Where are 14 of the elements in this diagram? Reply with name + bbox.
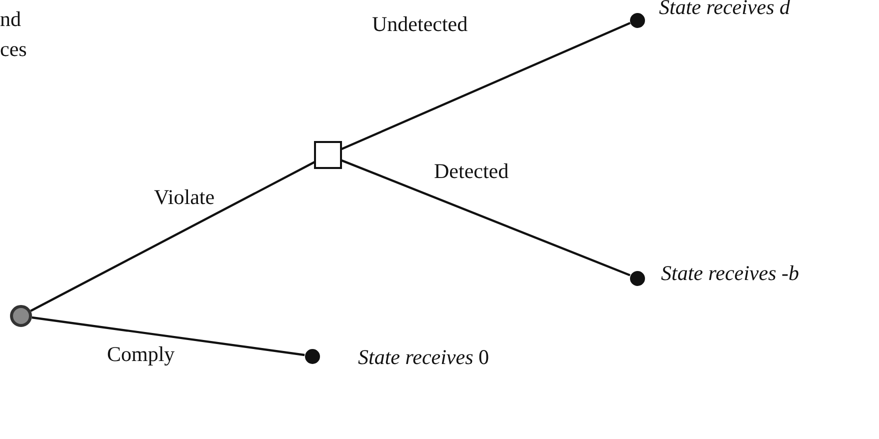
branch-line	[32, 316, 305, 356]
outcome-text: State receives -b	[661, 262, 799, 286]
branch-line	[30, 160, 316, 312]
outcome-text: State receives 0	[358, 346, 489, 370]
branch-line	[340, 159, 630, 276]
root-circle	[10, 305, 32, 327]
text-fragment: nd	[0, 8, 21, 32]
end-dot	[630, 270, 644, 286]
text-fragment: ces	[0, 38, 27, 62]
branch-line	[340, 22, 631, 150]
end-dot	[304, 348, 320, 364]
edge-label: Comply	[105, 343, 177, 366]
decision-square	[314, 141, 342, 169]
end-dot	[630, 12, 644, 28]
